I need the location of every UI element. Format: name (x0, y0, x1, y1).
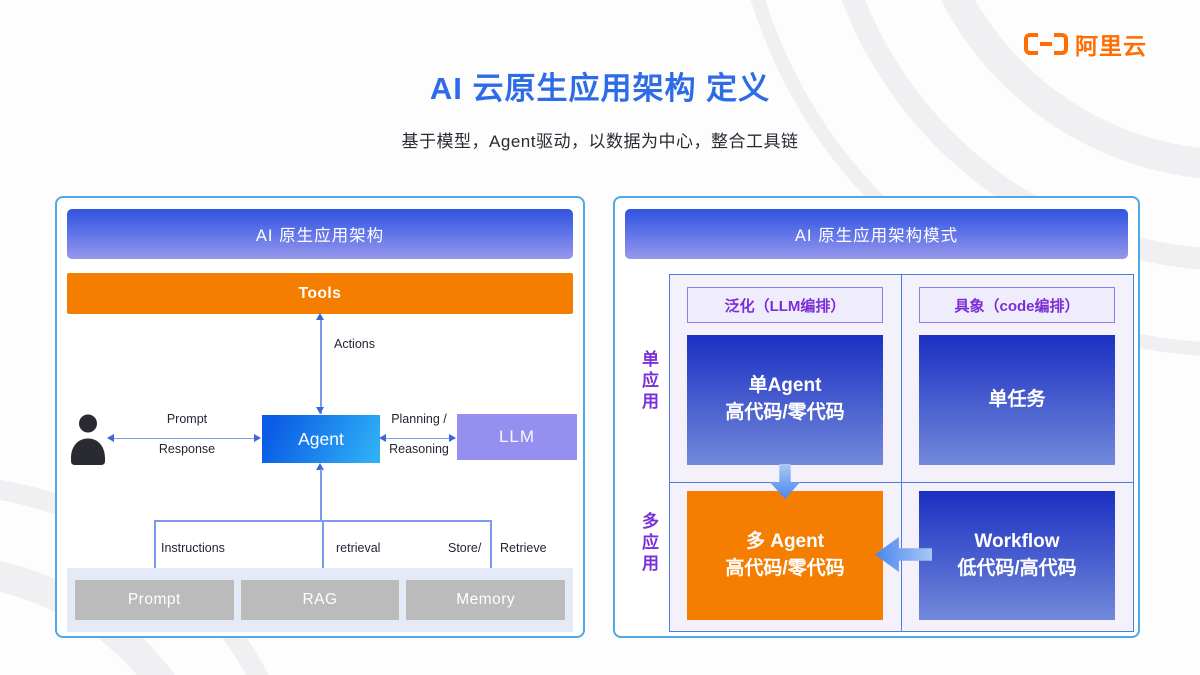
single-agent-cell: 单Agent 高代码/零代码 (687, 335, 883, 465)
retrieval-label: retrieval (336, 541, 381, 555)
user-icon (70, 412, 106, 471)
instructions-label: Instructions (161, 541, 225, 555)
prompt-store-box: Prompt (75, 580, 234, 620)
arrowhead-right-icon (254, 434, 261, 442)
cell-line1: 多 Agent (745, 530, 825, 552)
agent-node: Agent (262, 415, 380, 463)
user-agent-arrow-line (112, 437, 258, 439)
arrowhead-down-icon (316, 407, 324, 414)
matrix-column-divider (900, 275, 902, 631)
agent-down-line (320, 469, 322, 521)
cell-line1: 单Agent (748, 375, 822, 397)
arrowhead-up-icon (316, 463, 324, 470)
drop-line-rag (322, 520, 324, 570)
left-panel-header: AI 原生应用架构 (67, 209, 573, 259)
arrowhead-left-icon (379, 434, 386, 442)
logo-text: 阿里云 (1075, 33, 1147, 59)
row-label-multi-app: 多应用 (639, 512, 658, 575)
drop-line-memory (490, 520, 492, 570)
cell-line1: Workflow (974, 530, 1060, 552)
page-title: AI 云原生应用架构 定义 (429, 71, 771, 106)
llm-node: LLM (457, 414, 577, 460)
pattern-matrix: 泛化（LLM编排） 具象（code编排） 单Agent 高代码/零代码 单任务 … (669, 274, 1134, 632)
prompt-label: Prompt (166, 412, 208, 426)
retrieve-label: Retrieve (500, 541, 547, 555)
actions-label: Actions (334, 337, 375, 351)
response-label: Response (158, 442, 216, 456)
arrowhead-right-icon (449, 434, 456, 442)
tools-bar: Tools (67, 273, 573, 314)
single-task-cell: 单任务 (919, 335, 1115, 465)
workflow-cell: Workflow 低代码/高代码 (919, 491, 1115, 620)
data-store-strip: Prompt RAG Memory (67, 568, 573, 632)
cell-line2: 高代码/零代码 (725, 402, 845, 423)
cell-line2: 低代码/高代码 (957, 557, 1077, 579)
architecture-panel: AI 原生应用架构 Tools Actions Prompt Response … (55, 196, 585, 638)
alibaba-cloud-brackets-icon (1024, 33, 1068, 55)
alibaba-cloud-logo: 阿里云 (1024, 27, 1147, 61)
right-panel-header: AI 原生应用架构模式 (625, 209, 1128, 259)
row-label-single-app: 单应用 (639, 350, 658, 413)
pattern-panel: AI 原生应用架构模式 单应用 多应用 泛化（LLM编排） 具象（code编排）… (613, 196, 1140, 638)
cell-line2: 高代码/零代码 (725, 557, 845, 579)
matrix-row-divider (670, 481, 1133, 483)
cell-line1: 单任务 (988, 388, 1046, 410)
memory-store-box: Memory (406, 580, 566, 620)
planning-label: Planning / (391, 412, 447, 426)
store-label: Store/ (448, 541, 482, 555)
column-header-llm-orchestration: 泛化（LLM编排） (687, 287, 883, 323)
page-subtitle: 基于模型，Agent驱动，以数据为中心，整合工具链 (401, 132, 799, 151)
rag-store-box: RAG (240, 580, 400, 620)
reasoning-label: Reasoning (389, 442, 449, 456)
column-header-code-orchestration: 具象（code编排） (919, 287, 1115, 323)
drop-line-prompt (154, 520, 156, 570)
arrowhead-left-icon (107, 434, 114, 442)
actions-arrow-line (320, 319, 322, 414)
multi-agent-cell: 多 Agent 高代码/零代码 (687, 491, 883, 620)
arrowhead-up-icon (316, 313, 324, 320)
agent-llm-arrow-line (384, 437, 454, 439)
